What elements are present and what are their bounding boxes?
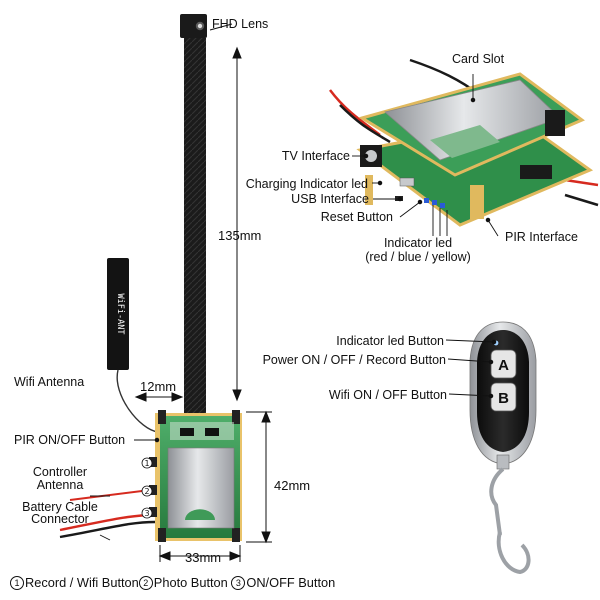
pcb-assembly	[329, 58, 599, 227]
remote-leaders	[445, 339, 497, 399]
svg-text:3: 3	[144, 509, 149, 518]
dimension-42	[246, 410, 272, 544]
svg-text:1: 1	[144, 459, 149, 468]
label-card-slot: Card Slot	[452, 52, 505, 66]
label-usb-interface: USB Interface	[291, 192, 369, 206]
label-power-record-button: Power ON / OFF / Record Button	[262, 353, 446, 367]
label-wifi-onoff-button: Wifi ON / OFF Button	[328, 388, 447, 402]
label-reset-button: Reset Button	[320, 210, 393, 224]
label-tv-interface: TV Interface	[281, 149, 350, 163]
label-indicator-colors: (red / blue / yellow)	[365, 250, 471, 264]
label-controller: Controller	[32, 465, 88, 479]
antenna-print: WiFi-ANT	[115, 294, 125, 335]
label-connector: Connector	[31, 512, 89, 526]
label-indicator-led-button: Indicator led Button	[336, 334, 444, 348]
label-wifi-antenna: Wifi Antenna	[14, 375, 85, 389]
label-charging-led: Charging Indicator led	[245, 177, 368, 191]
label-fhd-lens: FHD Lens	[212, 17, 269, 31]
label-pir-interface: PIR Interface	[505, 230, 578, 244]
remote-buttons-text: A B	[498, 357, 509, 407]
label-42mm: 42mm	[274, 478, 311, 493]
label-12mm: 12mm	[140, 379, 177, 394]
pcb-leaders	[352, 74, 499, 237]
svg-text:B: B	[498, 390, 509, 407]
label-battery-cable: Battery Cable	[22, 500, 98, 514]
left-leaders	[90, 437, 160, 541]
label-33mm: 33mm	[185, 550, 222, 565]
board-markers: 1 2 3	[141, 457, 153, 519]
dimension-12	[134, 392, 184, 402]
label-indicator-led: Indicator led	[383, 236, 453, 250]
lens-cable	[180, 14, 207, 416]
dimension-135	[209, 23, 242, 402]
label-135mm: 135mm	[218, 228, 262, 243]
svg-text:2: 2	[144, 487, 149, 496]
wifi-antenna: WiFi-ANT	[107, 258, 159, 433]
label-antenna: Antenna	[36, 478, 84, 492]
main-board	[59, 410, 242, 542]
dimension-33	[158, 545, 242, 562]
svg-text:A: A	[498, 357, 509, 374]
label-pir-onoff: PIR ON/OFF Button	[14, 433, 126, 447]
